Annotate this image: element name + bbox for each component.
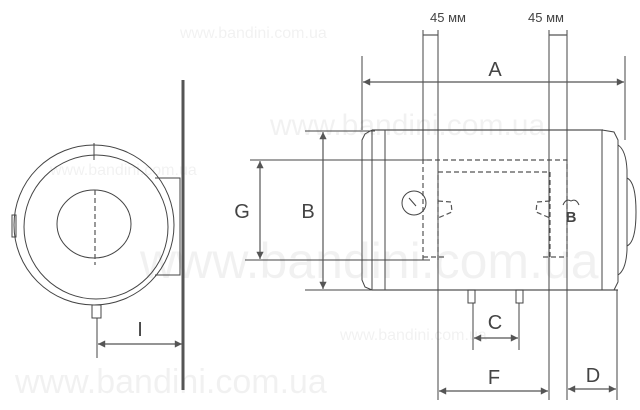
watermark-text: www.bandini.com.ua <box>269 109 545 142</box>
flange-notch-right <box>535 200 551 219</box>
front-view: B <box>361 129 637 304</box>
wall-bracket <box>155 177 181 276</box>
label-a: A <box>488 59 502 81</box>
label-i: I <box>137 319 143 341</box>
left-cap <box>361 129 373 291</box>
side-tab <box>11 214 17 238</box>
thermometer-icon <box>401 190 427 216</box>
vertical-extension-lines <box>361 30 626 400</box>
watermark-text: www.bandini.com.ua <box>339 327 487 344</box>
flange-notch-left <box>437 200 453 219</box>
pipe-inlet <box>467 289 476 304</box>
watermark-text: www.bandini.com.ua <box>139 233 599 289</box>
internal-outer-dashed <box>422 159 568 260</box>
outlet-pipe <box>91 304 102 319</box>
brand-logo-crown <box>562 199 580 206</box>
label-b: B <box>301 201 314 223</box>
watermark-text: www.bandini.com.ua <box>179 25 327 42</box>
label-c: C <box>488 312 502 334</box>
flange-ellipse <box>56 189 132 259</box>
label-d: D <box>586 365 600 387</box>
offset-right-label: 45 мм <box>528 10 564 25</box>
tank-inner-circle <box>23 154 169 300</box>
length-dimensions: A C F D <box>363 59 625 395</box>
side-view: I <box>11 80 185 390</box>
thermometer-needle <box>408 197 417 207</box>
offset-dimensions: 45 мм 45 мм <box>423 10 567 36</box>
control-knob <box>626 177 637 247</box>
label-f: F <box>488 367 500 389</box>
height-dimensions: G B <box>234 130 430 291</box>
watermark-text: www.bandini.com.ua <box>14 363 327 401</box>
right-cap-rim <box>617 144 628 276</box>
watermark-text: www.bandini.com.ua <box>49 162 197 179</box>
pipe-outlet <box>515 289 524 304</box>
offset-left-label: 45 мм <box>430 10 466 25</box>
right-cap <box>601 129 619 291</box>
watermarks: www.bandini.com.ua www.bandini.com.ua ww… <box>14 25 599 401</box>
label-g: G <box>234 201 250 223</box>
brand-logo-icon: B <box>566 209 577 226</box>
